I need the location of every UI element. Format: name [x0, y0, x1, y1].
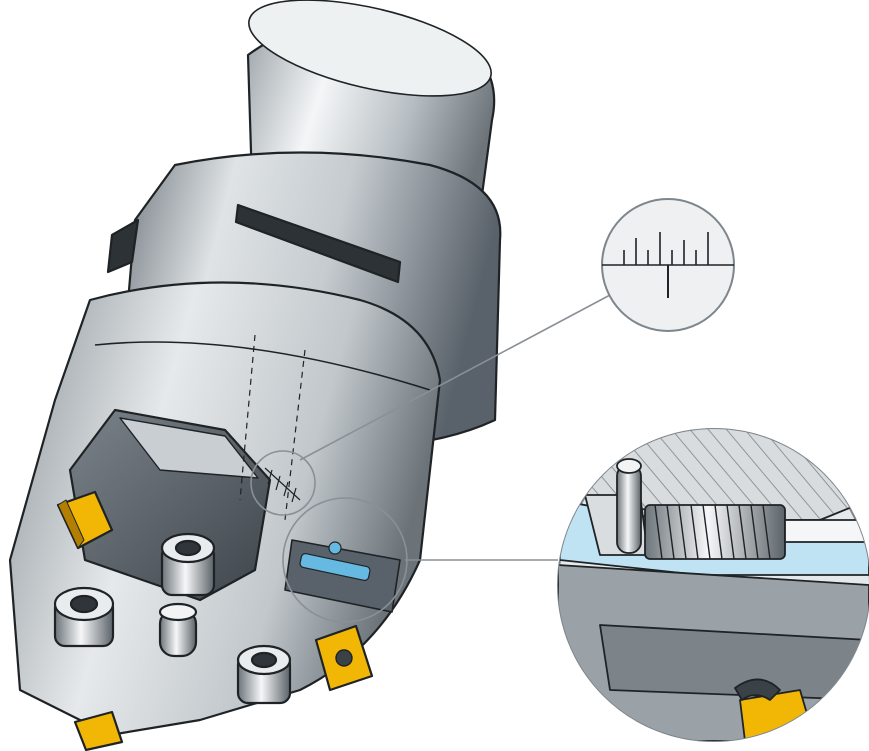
body-adjust-pin	[328, 541, 342, 555]
insert-bottom-left	[73, 710, 124, 751]
bolt-center	[160, 532, 216, 597]
body-adjust-screw	[299, 553, 371, 581]
section-threaded-screw	[644, 504, 786, 560]
milling-cutter	[8, 0, 502, 751]
section-hex-key	[784, 519, 869, 543]
dashed-guide-1	[239, 334, 256, 501]
detail-cross-section	[557, 428, 869, 742]
collar-notch	[106, 218, 140, 274]
section-pin	[616, 464, 642, 554]
bolt-bottom	[236, 644, 292, 705]
shank-end	[248, 0, 492, 97]
section-lower-face	[599, 624, 869, 701]
callout-lines	[250, 294, 611, 623]
dowel-pin	[158, 602, 198, 658]
body-edge-line	[94, 341, 431, 391]
insert-top-left-face	[57, 499, 85, 549]
collar-slot	[234, 203, 402, 284]
callout-marker-scale	[250, 450, 316, 516]
pocket-block-top	[119, 417, 259, 479]
section-dark-notch	[734, 678, 781, 701]
bolt-left	[53, 586, 115, 648]
detail-vernier-scale	[601, 198, 735, 332]
insert-screw	[335, 649, 353, 667]
body-scale-marks	[264, 467, 301, 503]
